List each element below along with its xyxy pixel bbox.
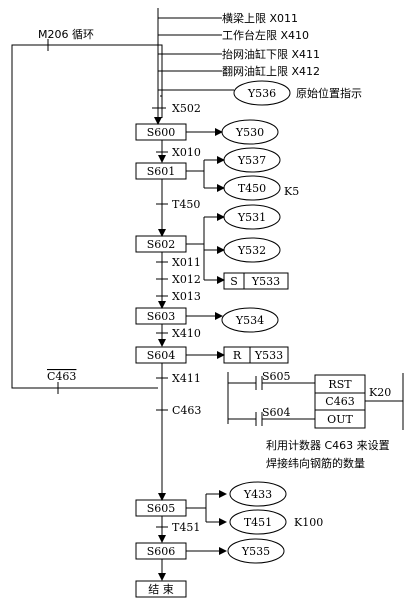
output-y535-ellipse [227,538,285,564]
output-y537-label: Y537 [237,154,266,167]
transition-x012-label: X012 [172,273,201,286]
output-y534-ellipse [221,307,279,333]
counter-out-label: OUT [327,413,353,426]
step-s603-label: S603 [147,310,176,323]
output-t451-k: K100 [294,516,323,529]
set-s-label: S [230,275,238,288]
output-y433-label: Y433 [243,488,272,501]
output-y536-label: Y536 [247,87,276,100]
contact-s605-label: S605 [262,370,291,383]
set-y533-box [223,272,289,290]
step-s604-label: S604 [147,349,176,362]
output-y536-note: 原始位置指示 [296,86,362,100]
transition-t450-label: T450 [172,198,200,211]
transition-x013-label: X013 [172,290,201,303]
output-t450-ellipse [223,175,281,201]
output-y536-ellipse [233,80,291,106]
step-s601-label: S601 [147,165,176,178]
counter-note-line1: 利用计数器 C463 来设置 [266,439,390,452]
output-y531-ellipse [223,204,281,230]
output-t450-label: T450 [238,182,266,195]
cond-label-4: 翻网油缸上限 X412 [222,64,320,78]
set-y533-label: Y533 [251,275,280,288]
counter-c463-label: C463 [325,395,354,408]
output-y534-label: Y534 [235,314,264,327]
cond-label-3: 抬网油缸下限 X411 [222,47,320,61]
step-s600-label: S600 [147,126,176,139]
output-y433-ellipse [229,481,287,507]
cond-label-1: 横梁上限 X011 [222,11,298,25]
output-y535-label: Y535 [241,545,270,558]
loop-label: M206 循环 [38,28,94,41]
c463-return-label: C463 [47,370,76,383]
transition-t451-label: T451 [172,521,200,534]
output-y532-ellipse [223,237,281,263]
loop-line [11,44,163,389]
contact-s604-label: S604 [262,406,291,419]
transition-x011-label: X011 [172,256,201,269]
output-y530-label: Y530 [235,126,264,139]
reset-y533-label: Y533 [254,349,283,362]
transition-x502-label: X502 [172,102,201,115]
output-y537-ellipse [223,147,281,173]
transition-x410-label: X410 [172,327,201,340]
counter-note-line2: 焊接纬向钢筋的数量 [266,456,365,470]
end-box [135,580,187,598]
reset-y533-box [223,346,289,364]
counter-k-label: K20 [369,386,391,399]
transition-x411-label: X411 [172,372,201,385]
step-s605-label: S605 [147,502,176,515]
step-s606-label: S606 [147,545,176,558]
output-y531-label: Y531 [237,211,266,224]
cond-label-2: 工作台左限 X410 [222,28,309,42]
output-y530-ellipse [221,119,279,145]
output-t451-ellipse [229,509,287,535]
counter-rst-label: RST [328,378,352,391]
transition-x010-label: X010 [172,146,201,159]
output-t451-label: T451 [244,516,272,529]
output-t450-k: K5 [284,185,299,198]
end-label: 结 束 [148,583,174,596]
step-s602-label: S602 [147,238,176,251]
output-y532-label: Y532 [237,244,266,257]
reset-r-label: R [233,349,242,362]
transition-c463-label: C463 [172,404,201,417]
